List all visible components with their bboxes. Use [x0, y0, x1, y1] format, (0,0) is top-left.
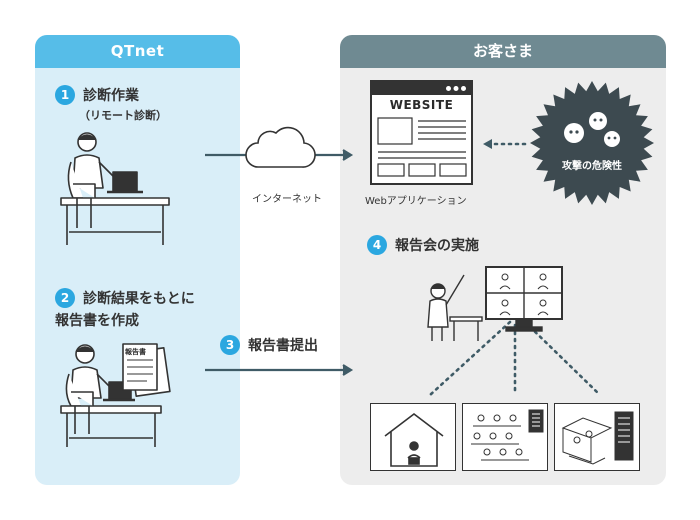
branch-office-icon: [561, 411, 634, 465]
office-location: [462, 403, 548, 471]
step-1-badge: 1: [55, 85, 75, 105]
step-2-label-line2: 報告書を作成: [55, 313, 139, 329]
step-3-badge: 3: [220, 335, 240, 355]
website-caption: Webアプリケーション: [365, 196, 467, 207]
qtnet-panel-title: QTnet: [35, 35, 240, 68]
presentation-illustration: [427, 266, 563, 341]
step-3: 3 報告書提出: [220, 335, 318, 355]
internet-label: インターネット: [252, 194, 322, 205]
office-meeting-icon: [471, 409, 544, 461]
report-document-title: 報告書: [125, 348, 146, 356]
step-3-label: 報告書提出: [248, 338, 318, 354]
step-4: 4 報告会の実施: [367, 235, 479, 255]
step-1-sublabel: （リモート診断）: [79, 109, 167, 122]
step-2-label-line1: 診断結果をもとに: [83, 291, 195, 307]
browser-title-bar: [372, 82, 471, 95]
step-4-label: 報告会の実施: [395, 238, 479, 254]
customer-panel-title: お客さま: [340, 35, 666, 68]
threat-starburst-icon: [530, 81, 654, 205]
window-dots-icon: [446, 86, 466, 91]
website-window: WEBSITE: [370, 80, 473, 185]
report-writing-illustration: [60, 343, 171, 447]
step-2-badge: 2: [55, 288, 75, 308]
worker-at-desk-illustration: [60, 132, 170, 245]
website-banner: WEBSITE: [389, 98, 454, 112]
cloud-icon: [245, 126, 316, 168]
step-2-line2: 報告書を作成: [55, 310, 139, 330]
step-1: 1 診断作業: [55, 85, 139, 105]
house-icon: [384, 412, 444, 467]
step-4-badge: 4: [367, 235, 387, 255]
step-2: 2 診断結果をもとに: [55, 288, 195, 308]
threat-label: 攻撃の危険性: [562, 161, 622, 172]
step-1-label: 診断作業: [83, 88, 139, 104]
webpage-layout-icon: [377, 117, 467, 177]
home-location: [370, 403, 456, 471]
branch-location: [554, 403, 640, 471]
